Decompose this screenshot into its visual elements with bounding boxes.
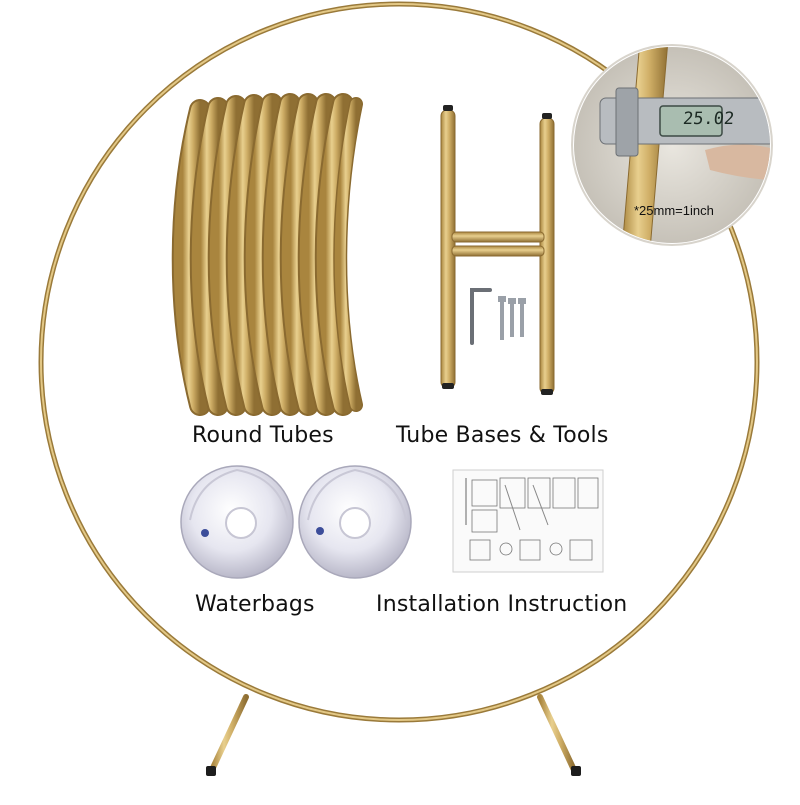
label-round-tubes: Round Tubes (192, 423, 334, 448)
waterbag-right (298, 465, 412, 579)
tools (470, 288, 526, 345)
gold-hoop (38, 1, 760, 723)
installation-instruction-sheet (452, 469, 604, 573)
caliper-display-reading: 25.02 (681, 109, 736, 129)
label-installation-instruction: Installation Instruction (376, 592, 628, 617)
label-tube-bases-tools: Tube Bases & Tools (396, 423, 609, 448)
label-waterbags: Waterbags (195, 592, 315, 617)
caliper-inset-photo (571, 44, 773, 246)
tube-bases (440, 105, 555, 395)
waterbag-left (180, 465, 294, 579)
hoop-legs (206, 694, 581, 776)
caliper-note: *25mm=1inch (634, 203, 714, 218)
round-tubes-bundle (171, 93, 363, 416)
